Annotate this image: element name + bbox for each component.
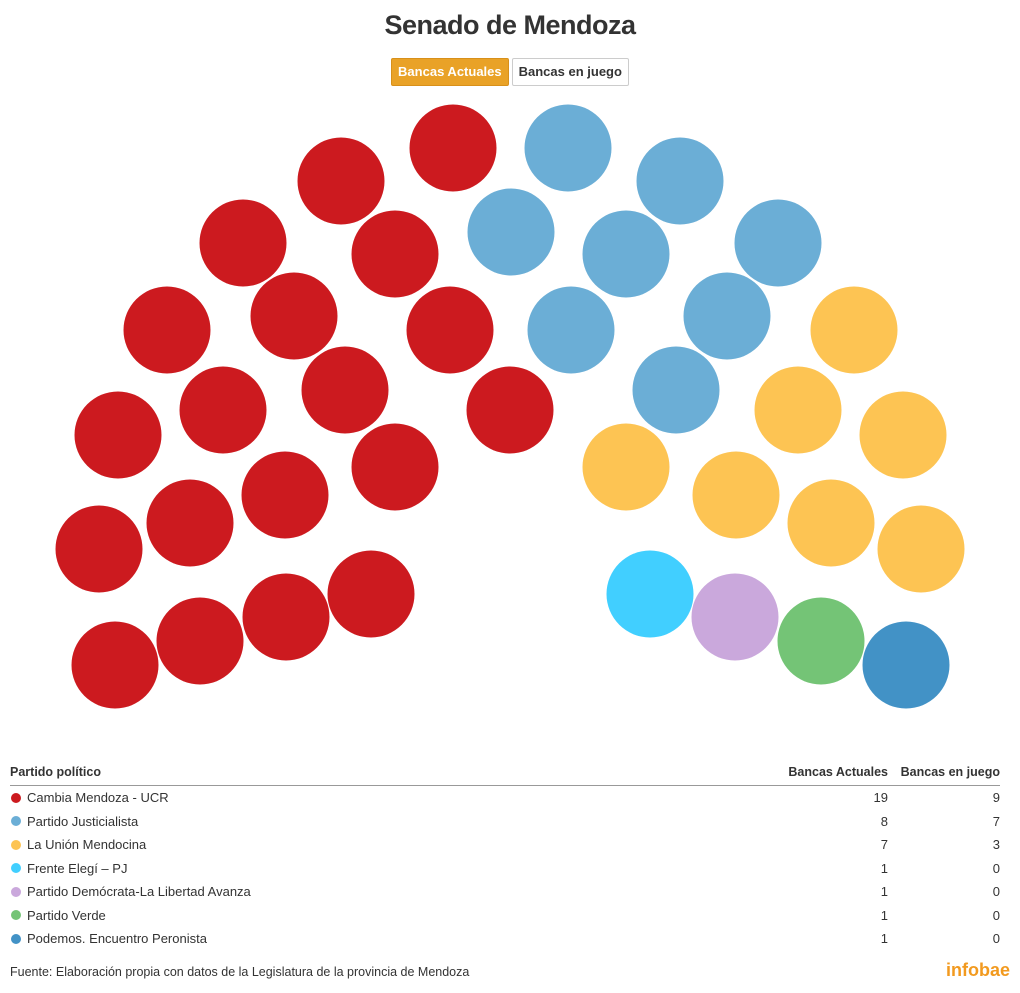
seats-at-stake: 0: [992, 907, 1000, 923]
seat-partido-justicialista: [524, 104, 612, 192]
table-row: Partido Demócrata-La Libertad Avanza 1 0: [10, 880, 1000, 904]
seat-cambia-mendoza-ucr: [250, 272, 338, 360]
current-seats: 7: [880, 837, 888, 853]
party-name: Frente Elegí – PJ: [27, 860, 128, 876]
party-color-dot: [11, 910, 21, 921]
current-seats: 1: [880, 860, 888, 876]
header-at-stake: Bancas en juego: [900, 764, 1000, 779]
seat-cambia-mendoza-ucr: [406, 286, 494, 374]
party-cell: Partido Demócrata-La Libertad Avanza: [10, 884, 768, 899]
table-header: Partido político Bancas Actuales Bancas …: [10, 758, 1000, 786]
seat-cambia-mendoza-ucr: [199, 199, 287, 287]
seat-cambia-mendoza-ucr: [71, 621, 159, 709]
seat-la-uni-n-mendocina: [582, 423, 670, 511]
seat-cambia-mendoza-ucr: [123, 286, 211, 374]
seat-frente-eleg-pj: [606, 550, 694, 638]
seat-cambia-mendoza-ucr: [351, 423, 439, 511]
seats-at-stake: 9: [992, 790, 1000, 806]
party-name: La Unión Mendocina: [27, 837, 147, 853]
current-seats: 8: [880, 813, 888, 829]
seats-at-stake: 0: [992, 884, 1000, 900]
view-tabs: Bancas Actuales Bancas en juego: [0, 58, 1020, 86]
seat-cambia-mendoza-ucr: [55, 505, 143, 593]
seat-la-uni-n-mendocina: [859, 391, 947, 479]
party-name: Partido Demócrata-La Libertad Avanza: [27, 884, 251, 900]
infobae-logo: infobae: [945, 960, 1010, 980]
seat-partido-justicialista: [467, 188, 555, 276]
seat-la-uni-n-mendocina: [810, 286, 898, 374]
seat-cambia-mendoza-ucr: [242, 573, 330, 661]
header-current: Bancas Actuales: [788, 764, 888, 779]
source-note: Fuente: Elaboración propia con datos de …: [10, 965, 470, 979]
seat-la-uni-n-mendocina: [877, 505, 965, 593]
party-cell: Partido Verde: [10, 908, 768, 923]
seat-cambia-mendoza-ucr: [241, 451, 329, 539]
seat-la-uni-n-mendocina: [754, 366, 842, 454]
party-cell: Frente Elegí – PJ: [10, 861, 768, 876]
seat-cambia-mendoza-ucr: [466, 366, 554, 454]
seat-partido-justicialista: [683, 272, 771, 360]
seat-partido-dem-crata-la-libertad-avanza: [691, 573, 779, 661]
party-cell: La Unión Mendocina: [10, 837, 768, 852]
table-row: La Unión Mendocina 7 3: [10, 833, 1000, 857]
tab-bancas-en-juego[interactable]: Bancas en juego: [511, 58, 629, 86]
seat-la-uni-n-mendocina: [787, 479, 875, 567]
seat-partido-verde: [777, 597, 865, 685]
seat-cambia-mendoza-ucr: [74, 391, 162, 479]
current-seats: 1: [880, 931, 888, 947]
seat-cambia-mendoza-ucr: [146, 479, 234, 567]
current-seats: 1: [880, 884, 888, 900]
seats-at-stake: 7: [992, 813, 1000, 829]
table-row: Cambia Mendoza - UCR 19 9: [10, 786, 1000, 810]
seat-cambia-mendoza-ucr: [297, 137, 385, 225]
party-cell: Partido Justicialista: [10, 814, 768, 829]
current-seats: 19: [873, 790, 888, 806]
party-name: Podemos. Encuentro Peronista: [27, 931, 207, 947]
seat-podemos-encuentro-peronista: [862, 621, 950, 709]
seats-at-stake: 0: [992, 860, 1000, 876]
seats-at-stake: 0: [992, 931, 1000, 947]
seat-cambia-mendoza-ucr: [351, 210, 439, 298]
tab-bancas-actuales[interactable]: Bancas Actuales: [391, 58, 509, 86]
seats-at-stake: 3: [992, 837, 1000, 853]
seat-cambia-mendoza-ucr: [179, 366, 267, 454]
seat-cambia-mendoza-ucr: [409, 104, 497, 192]
seat-la-uni-n-mendocina: [692, 451, 780, 539]
seat-partido-justicialista: [632, 346, 720, 434]
header-party: Partido político: [10, 764, 101, 779]
party-name: Partido Justicialista: [27, 813, 139, 829]
party-color-dot: [11, 792, 21, 803]
seat-partido-justicialista: [527, 286, 615, 374]
party-name: Partido Verde: [27, 907, 106, 923]
table-row: Frente Elegí – PJ 1 0: [10, 857, 1000, 881]
party-table: Partido político Bancas Actuales Bancas …: [10, 758, 1000, 951]
party-cell: Podemos. Encuentro Peronista: [10, 931, 768, 946]
party-color-dot: [11, 886, 21, 897]
seat-cambia-mendoza-ucr: [327, 550, 415, 638]
table-row: Partido Verde 1 0: [10, 904, 1000, 928]
party-color-dot: [11, 863, 21, 874]
seat-partido-justicialista: [582, 210, 670, 298]
party-color-dot: [11, 933, 21, 944]
parliament-chart: [55, 104, 965, 709]
seat-cambia-mendoza-ucr: [156, 597, 244, 685]
chart-title: Senado de Mendoza: [384, 10, 636, 40]
seat-partido-justicialista: [636, 137, 724, 225]
table-row: Podemos. Encuentro Peronista 1 0: [10, 927, 1000, 951]
current-seats: 1: [880, 907, 888, 923]
table-row: Partido Justicialista 8 7: [10, 810, 1000, 834]
seat-cambia-mendoza-ucr: [301, 346, 389, 434]
party-name: Cambia Mendoza - UCR: [27, 790, 169, 806]
seat-partido-justicialista: [734, 199, 822, 287]
party-color-dot: [11, 839, 21, 850]
party-cell: Cambia Mendoza - UCR: [10, 790, 768, 805]
party-color-dot: [11, 816, 21, 827]
